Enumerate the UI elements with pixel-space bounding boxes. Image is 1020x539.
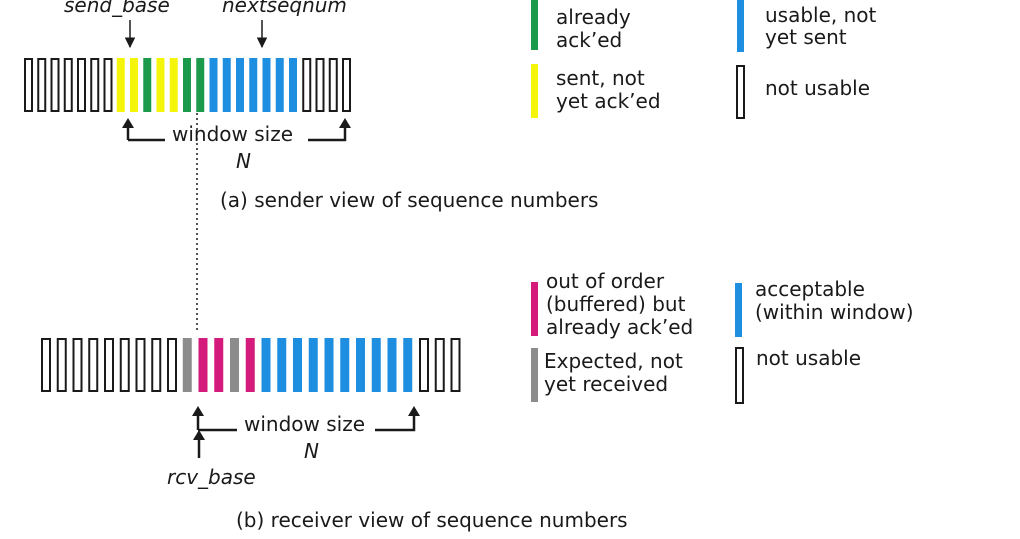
sender-window-n: N — [236, 149, 251, 173]
receiver-slot-unusable — [419, 338, 429, 392]
receiver-slot-acceptable — [340, 338, 350, 392]
receiver-slot-unusable — [151, 338, 162, 392]
receiver-window-right-bracket — [375, 412, 416, 432]
sender-window-right-arrowhead — [339, 118, 351, 128]
receiver-slot-expected — [230, 338, 239, 392]
sender-slot-usable — [275, 58, 284, 112]
sender-slot-acked — [183, 58, 191, 112]
sender-slot-usable — [236, 58, 244, 112]
send-base-label: send_base — [64, 0, 170, 17]
sender-slot-unusable — [103, 58, 113, 112]
sender-slot-unusable — [302, 58, 312, 112]
sender-slot-sent — [169, 58, 178, 112]
receiver-slot-unusable — [56, 338, 67, 392]
legend-acceptable-line2: (within window) — [755, 300, 914, 324]
legend-acked-swatch — [531, 0, 538, 50]
receiver-slot-acceptable — [293, 338, 302, 392]
sender-slot-usable — [222, 58, 231, 112]
legend-acked-line2: ack’ed — [556, 28, 622, 52]
sender-slot-usable — [289, 58, 297, 112]
sender-slot-unusable — [77, 58, 86, 112]
sender-slot-acked — [143, 58, 152, 112]
sender-slot-sent — [130, 58, 138, 112]
sender-slot-usable — [209, 58, 218, 112]
receiver-caption: (b) receiver view of sequence numbers — [236, 508, 628, 532]
sender-slot-sent — [116, 58, 125, 112]
legend-receiver-unusable-swatch — [735, 347, 744, 404]
legend-sent-line1: sent, not — [556, 66, 645, 90]
rcv-base-arrowhead — [193, 430, 205, 440]
legend-usable-line1: usable, not — [765, 3, 877, 27]
receiver-slot-acceptable — [261, 338, 271, 392]
sender-slot-unusable — [63, 58, 73, 112]
sender-slot-sent — [156, 58, 165, 112]
receiver-slot-acceptable — [308, 338, 318, 392]
sender-sequence-row — [24, 58, 351, 112]
legend-usable-swatch — [737, 0, 744, 52]
legend-buffered-line2: (buffered) but — [546, 292, 686, 316]
receiver-slot-acceptable — [324, 338, 334, 392]
receiver-window-left-bracket — [196, 412, 237, 432]
receiver-slot-buffered — [245, 338, 255, 392]
receiver-window-n: N — [304, 439, 319, 463]
legend-acceptable-swatch — [735, 283, 742, 337]
sender-caption: (a) sender view of sequence numbers — [220, 188, 598, 212]
receiver-slot-buffered — [198, 338, 208, 392]
receiver-slot-unusable — [167, 338, 177, 392]
receiver-slot-acceptable — [356, 338, 365, 392]
receiver-slot-acceptable — [387, 338, 397, 392]
receiver-sequence-row — [41, 338, 461, 392]
legend-unusable-swatch — [736, 65, 745, 119]
sender-window-left-arrowhead — [122, 118, 134, 128]
sender-window-right-bracket — [308, 124, 347, 142]
receiver-slot-acceptable — [371, 338, 381, 392]
receiver-slot-unusable — [88, 338, 99, 392]
sender-slot-unusable — [328, 58, 338, 112]
legend-buffered-line1: out of order — [546, 269, 665, 293]
sender-slot-unusable — [24, 58, 33, 112]
receiver-slot-acceptable — [277, 338, 287, 392]
sender-slot-acked — [196, 58, 205, 112]
sender-slot-unusable — [315, 58, 325, 112]
receiver-window-right-arrowhead — [408, 406, 420, 416]
legend-buffered-line3: already ack’ed — [546, 315, 693, 339]
legend-sent-line2: yet ack’ed — [556, 89, 661, 113]
legend-acceptable-line1: acceptable — [755, 277, 865, 301]
sender-slot-unusable — [90, 58, 100, 112]
legend-usable-line2: yet sent — [765, 25, 847, 49]
receiver-slot-expected — [182, 338, 192, 392]
receiver-slot-acceptable — [403, 338, 413, 392]
sender-window-left-bracket — [126, 124, 165, 142]
legend-acked-line1: already — [556, 5, 631, 29]
sender-slot-usable — [262, 58, 271, 112]
sender-slot-unusable — [37, 58, 47, 112]
legend-expected-line2: yet received — [544, 372, 668, 396]
rcv-base-label: rcv_base — [167, 465, 256, 489]
receiver-slot-unusable — [450, 338, 461, 392]
legend-expected-line1: Expected, not — [544, 349, 683, 373]
sender-slot-usable — [249, 58, 258, 112]
receiver-slot-unusable — [119, 338, 130, 392]
receiver-slot-unusable — [434, 338, 445, 392]
receiver-slot-unusable — [41, 338, 51, 392]
receiver-slot-unusable — [135, 338, 146, 392]
receiver-slot-buffered — [214, 338, 224, 392]
legend-receiver-unusable-label: not usable — [756, 346, 861, 370]
legend-buffered-swatch — [531, 282, 538, 336]
legend-unusable-label: not usable — [765, 76, 870, 100]
nextseqnum-label: nextseqnum — [222, 0, 347, 17]
sender-window-label: window size — [172, 122, 293, 146]
receiver-window-label: window size — [244, 412, 365, 436]
receiver-slot-unusable — [72, 338, 83, 392]
sender-slot-unusable — [50, 58, 60, 112]
receiver-window-left-arrowhead — [192, 406, 204, 416]
sender-slot-unusable — [342, 58, 351, 112]
receiver-slot-unusable — [104, 338, 114, 392]
legend-sent-swatch — [531, 64, 538, 118]
legend-expected-swatch — [531, 348, 538, 402]
